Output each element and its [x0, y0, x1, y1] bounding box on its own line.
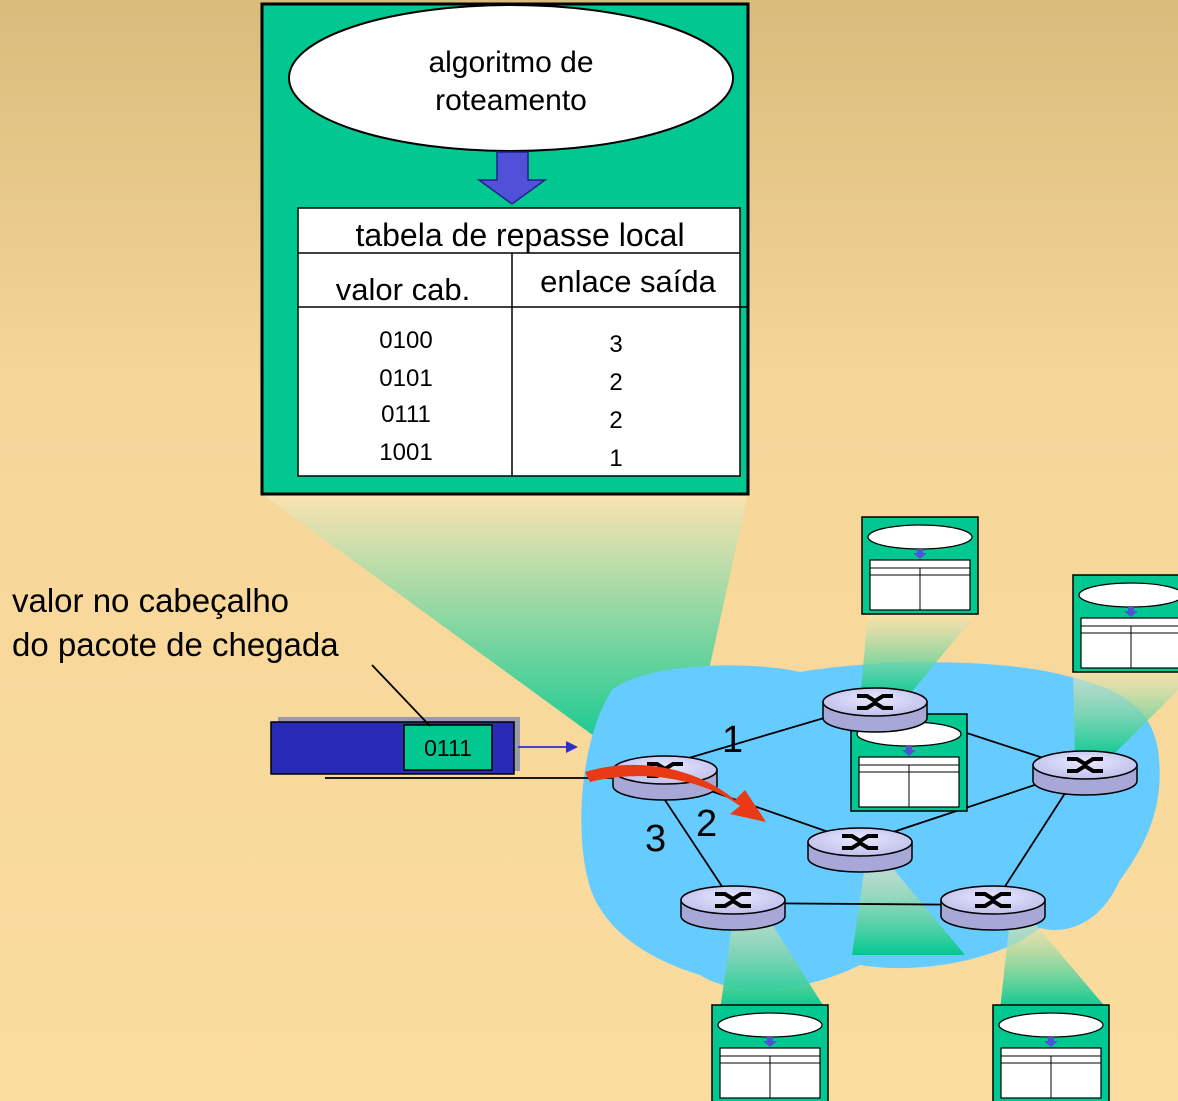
router-icon [612, 755, 718, 801]
arriving-packet: 0111 [270, 717, 520, 775]
packet-header [403, 724, 493, 771]
algorithm-label-line1: algoritmo de [428, 46, 593, 79]
router-icon [822, 687, 928, 733]
row-value: 0100 [379, 327, 432, 354]
link-label-3: 3 [645, 818, 666, 860]
packet-label-line1: valor no cabeçalho [12, 582, 289, 619]
routing-algorithm-ellipse [288, 4, 734, 152]
table-title: tabela de repasse local [355, 217, 684, 253]
packet-header-value: 0111 [424, 735, 472, 761]
col-header-value: valor cab. [336, 272, 470, 307]
row-link: 3 [609, 331, 622, 358]
algorithm-label-line2: roteamento [435, 84, 587, 117]
router-icon [940, 885, 1046, 931]
router-icon [680, 885, 786, 931]
beam-top [860, 614, 976, 700]
pointer-line [371, 664, 431, 727]
router-icon [1032, 750, 1138, 796]
down-arrow-icon [1044, 1037, 1058, 1047]
down-arrow-icon [913, 549, 927, 559]
beam-bottom-left [720, 905, 826, 1010]
row-link: 2 [609, 369, 622, 396]
row-link: 2 [609, 407, 622, 434]
small-routing-box [992, 1004, 1110, 1101]
small-routing-box [1072, 574, 1178, 673]
beam-bottom-mid [852, 865, 965, 955]
beam-bottom-right [1000, 918, 1108, 1010]
down-arrow-icon [763, 1037, 777, 1047]
row-value: 0101 [379, 365, 432, 392]
row-value: 1001 [379, 439, 432, 466]
row-value: 0111 [381, 401, 431, 428]
router-icon [807, 827, 913, 873]
beam-right [1073, 670, 1178, 760]
col-header-link: enlace saída [540, 264, 717, 299]
down-arrow-icon [476, 151, 548, 205]
down-arrow-icon [902, 746, 916, 756]
small-routing-box [711, 1004, 829, 1101]
packet-label-line2: do pacote de chegada [12, 626, 339, 663]
link-label-1: 1 [722, 719, 743, 761]
link-label-2: 2 [696, 803, 717, 845]
small-routing-box [861, 516, 979, 615]
down-arrow-icon [1124, 607, 1138, 617]
forwarding-arrow [585, 764, 766, 822]
row-link: 1 [609, 445, 622, 472]
routing-box: algoritmo de roteamento tabela de repass… [260, 2, 750, 496]
arrowhead-icon [566, 741, 578, 753]
